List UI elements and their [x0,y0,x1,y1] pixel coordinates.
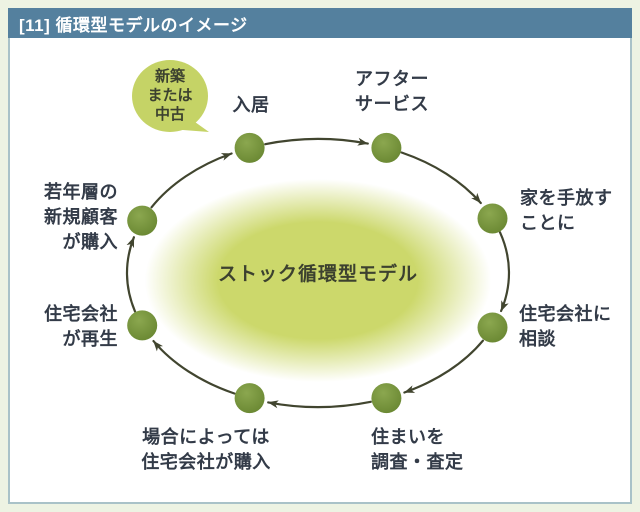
node-label-let-go-of-home: 家を手放す ことに [520,186,613,236]
label-line: 調査・査定 [371,452,464,472]
step-node-company-renovates [127,310,158,341]
node-label-company-may-purchase: 場合によっては 住宅会社が購入 [116,425,296,475]
figure-title: [11] 循環型モデルのイメージ [19,15,248,35]
step-node-let-go-of-home [477,203,508,234]
step-node-young-customers-purchase [127,205,158,236]
node-label-survey-appraise-home: 住まいを 調査・査定 [371,425,464,475]
cycle-arrow [152,340,236,395]
label-line: アフター [355,69,429,89]
step-node-company-may-purchase [234,383,265,414]
label-line: 住まいを [371,427,445,447]
cycle-arrow [403,339,484,394]
cycle-arrow [125,236,137,313]
callout-bubble-label: 新築 または 中古 [132,67,208,124]
label-line: が再生 [62,329,118,349]
cycle-arrow [400,151,482,205]
cycle-arrow [264,137,369,146]
node-label-after-service: アフター サービス [355,67,429,117]
figure-header: [11] 循環型モデルのイメージ [8,8,632,38]
step-node-move-in [234,132,265,163]
label-line: 新規顧客 [44,207,118,227]
node-label-company-renovates: 住宅会社 が再生 [18,302,118,352]
label-line: 家を手放す [520,188,613,208]
callout-line: 中古 [154,106,185,123]
node-label-young-customers-purchase: 若年層の 新規顧客 が購入 [18,180,118,255]
cycle-arrow [150,152,233,209]
label-line: 住宅会社 [44,304,118,324]
step-node-survey-appraise-home [371,383,402,414]
node-label-move-in: 入居 [211,93,291,118]
label-line: 住宅会社が購入 [141,452,271,472]
center-model-label: ストック循環型モデル [217,264,418,285]
label-line: 場合によっては [142,427,270,447]
label-line: が購入 [62,232,118,252]
cycle-arrow [267,400,372,409]
label-line: ことに [520,213,576,233]
label-line: 若年層の [44,182,118,202]
label-line: 住宅会社に [519,304,612,324]
step-node-consult-housing-company [477,312,508,343]
node-label-consult-housing-company: 住宅会社に 相談 [519,302,612,352]
cycle-arrow [498,231,511,313]
label-line: 入居 [232,95,270,115]
center-glow [143,178,493,383]
label-line: サービス [355,94,429,114]
callout-bubble [132,60,208,132]
step-node-after-service [371,132,402,163]
callout-line: または [147,87,193,104]
callout-line: 新築 [154,68,185,85]
label-line: 相談 [519,329,556,349]
